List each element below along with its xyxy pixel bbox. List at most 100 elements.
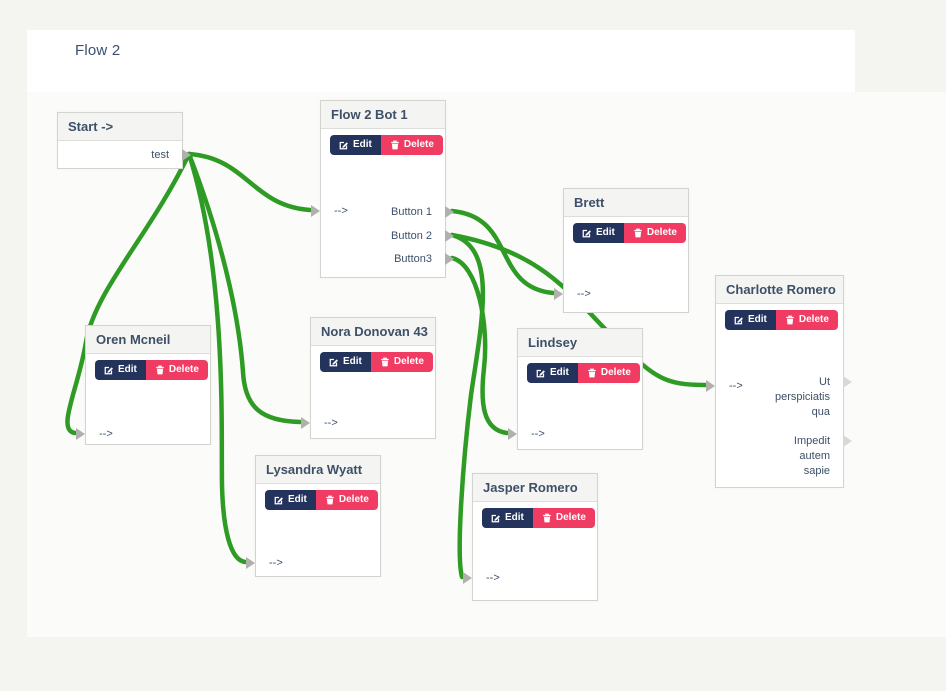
node-actions: Edit Delete (95, 360, 208, 380)
edit-button[interactable]: Edit (320, 352, 371, 372)
node-title: Jasper Romero (473, 474, 597, 502)
edit-pencil-icon (339, 141, 348, 150)
edit-button[interactable]: Edit (95, 360, 146, 380)
output-label: Button3 (394, 252, 432, 267)
node-title: Charlotte Romero (716, 276, 843, 304)
input-port[interactable] (508, 428, 517, 440)
trash-icon (634, 228, 642, 238)
output-port[interactable] (445, 253, 454, 265)
connection-edge-flow2bot1.button3-lindsey.in[interactable] (449, 255, 510, 436)
connection-edge-start.test-lysandra.in[interactable] (186, 151, 248, 565)
output-label-line: autem (799, 450, 830, 462)
delete-button[interactable]: Delete (532, 508, 595, 528)
edit-button[interactable]: Edit (527, 363, 578, 383)
delete-button-label: Delete (555, 512, 586, 523)
edit-button[interactable]: Edit (482, 508, 533, 528)
delete-button[interactable]: Delete (145, 360, 208, 380)
edit-pencil-icon (491, 514, 500, 523)
output-port[interactable] (445, 230, 454, 242)
delete-button-label: Delete (600, 367, 631, 378)
edit-pencil-icon (274, 496, 283, 505)
edit-button[interactable]: Edit (725, 310, 776, 330)
input-port[interactable] (76, 428, 85, 440)
node-actions: Edit Delete (265, 490, 378, 510)
edit-pencil-icon (536, 369, 545, 378)
delete-button[interactable]: Delete (380, 135, 443, 155)
delete-button[interactable]: Delete (315, 490, 378, 510)
edit-button-label: Edit (505, 512, 524, 523)
edit-button-label: Edit (288, 494, 307, 505)
edit-button-label: Edit (353, 139, 372, 150)
connection-edge-flow2bot1.button2-jasper.in[interactable] (449, 232, 486, 580)
output-port[interactable] (445, 206, 454, 218)
input-label: --> (99, 428, 113, 440)
input-port[interactable] (706, 380, 715, 392)
input-port[interactable] (311, 205, 320, 217)
input-port[interactable] (463, 572, 472, 584)
node-start[interactable]: Start -> test (57, 112, 191, 169)
delete-button[interactable]: Delete (775, 310, 838, 330)
input-label: --> (486, 572, 500, 584)
trash-icon (326, 495, 334, 505)
delete-button[interactable]: Delete (623, 223, 686, 243)
trash-icon (381, 357, 389, 367)
edit-button-label: Edit (550, 367, 569, 378)
trash-icon (156, 365, 164, 375)
node-actions: Edit Delete (725, 310, 838, 330)
edit-button-label: Edit (118, 364, 137, 375)
delete-button-label: Delete (338, 494, 369, 505)
node-actions: Edit Delete (527, 363, 640, 383)
input-label: --> (334, 205, 348, 217)
input-label: --> (269, 557, 283, 569)
input-label: --> (729, 380, 743, 392)
output-label: Button 1 (391, 205, 432, 220)
edit-button-label: Edit (596, 227, 615, 238)
delete-button-label: Delete (403, 139, 434, 150)
edit-button-label: Edit (343, 356, 362, 367)
edit-pencil-icon (104, 366, 113, 375)
trash-icon (588, 368, 596, 378)
output-label-line: Button 1 (391, 206, 432, 218)
node-title: Lindsey (518, 329, 642, 357)
input-port[interactable] (301, 417, 310, 429)
edit-button[interactable]: Edit (265, 490, 316, 510)
edit-pencil-icon (582, 229, 591, 238)
input-label: --> (577, 288, 591, 300)
page-title: Flow 2 (75, 42, 121, 59)
output-label-line: Ut (819, 376, 830, 388)
delete-button-label: Delete (798, 314, 829, 325)
node-actions: Edit Delete (330, 135, 443, 155)
connection-edge-start.test-flow2bot1.in[interactable] (186, 151, 313, 213)
output-label-line: perspiciatis (774, 391, 830, 403)
delete-button[interactable]: Delete (370, 352, 433, 372)
connection-edge-flow2bot1.button1-brett.in[interactable] (449, 208, 556, 296)
node-title: Nora Donovan 43 (311, 318, 435, 346)
node-title: Lysandra Wyatt (256, 456, 380, 484)
input-port[interactable] (554, 288, 563, 300)
output-port[interactable] (182, 149, 191, 161)
delete-button-label: Delete (646, 227, 677, 238)
delete-button[interactable]: Delete (577, 363, 640, 383)
node-title: Start -> (58, 113, 182, 141)
output-port[interactable] (843, 376, 852, 388)
trash-icon (543, 513, 551, 523)
connection-edge-start.test-nora.in[interactable] (186, 151, 303, 425)
input-port[interactable] (246, 557, 255, 569)
output-label-line: Button 2 (391, 230, 432, 242)
edit-button[interactable]: Edit (573, 223, 624, 243)
trash-icon (786, 315, 794, 325)
output-port[interactable] (843, 435, 852, 447)
edit-button[interactable]: Edit (330, 135, 381, 155)
output-label-line: sapie (803, 465, 830, 477)
output-label-line: test (151, 149, 169, 161)
